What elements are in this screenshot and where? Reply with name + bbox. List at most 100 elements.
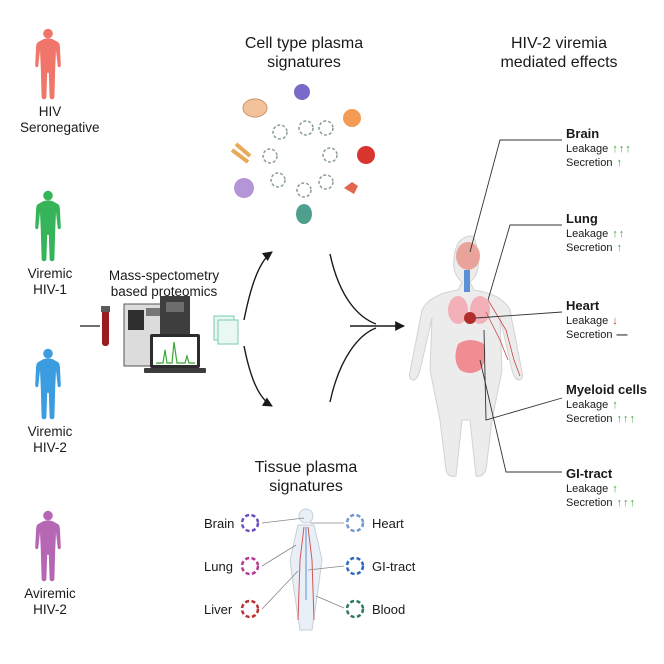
blood-signature-icon: [345, 599, 365, 619]
heart-secretion-label: Secretion: [566, 329, 613, 341]
trachea-icon: [464, 270, 470, 292]
myeloid-secretion-arrows: ↑↑↑: [616, 413, 636, 425]
tissue-label-heart: Heart: [372, 516, 404, 531]
myeloid-leakage-label: Leakage: [566, 399, 609, 411]
liver-signature-icon: [240, 599, 260, 619]
effects-heading-line2: mediated effects: [500, 54, 618, 71]
lung-secretion: Secretion↑: [566, 242, 623, 255]
heart-leakage: Leakage↓: [566, 315, 619, 328]
cell-icon-teal: [296, 204, 312, 224]
label-aviremic-hiv2: Aviremic HIV-2: [20, 586, 80, 618]
heart-signature-icon: [345, 513, 365, 533]
gi-tract-secretion: Secretion↑↑↑: [566, 497, 636, 510]
brain-signature-icon: [240, 513, 260, 533]
label-viremic-hiv2-line2: HIV-2: [33, 440, 67, 455]
label-aviremic-hiv2-line1: Aviremic: [24, 586, 76, 601]
heart-leakage-label: Leakage: [566, 315, 609, 327]
label-viremic-hiv2-line1: Viremic: [27, 424, 73, 439]
gi-tract-leakage: Leakage↑: [566, 483, 619, 496]
heart-leakage-arrows: ↓: [612, 315, 619, 327]
label-seronegative-line1: HIV: [38, 104, 62, 119]
heart-icon: [464, 312, 476, 324]
organ-title-heart: Heart: [566, 298, 600, 313]
gi-tract-secretion-label: Secretion: [566, 497, 613, 509]
label-viremic-hiv1: Viremic HIV-1: [20, 266, 80, 298]
data-documents-icon: [213, 315, 239, 345]
blood-tube-icon: [101, 306, 110, 346]
label-viremic-hiv1-line1: Viremic: [27, 266, 73, 281]
gi-tract-leakage-arrows: ↑: [612, 483, 619, 495]
organ-title-myeloid: Myeloid cells: [566, 382, 647, 397]
tissue-label-liver: Liver: [204, 602, 233, 617]
arrow-from-tissue: [329, 327, 377, 403]
cell-type-heading: Cell type plasma signatures: [224, 34, 384, 72]
person-icon-seronegative: [35, 28, 61, 100]
tissue-heading-line1: Tissue plasma: [254, 459, 358, 476]
cell-type-heading-line2: signatures: [267, 54, 341, 71]
myeloid-leakage: Leakage↑: [566, 399, 619, 412]
tissue-label-lung: Lung: [204, 559, 233, 574]
tissue-cluster: [240, 508, 365, 631]
lung-left-icon: [448, 296, 468, 324]
body-figure: [409, 235, 523, 477]
method-label: Mass-spectometry based proteomics: [96, 268, 232, 300]
cell-type-cluster: [230, 84, 375, 224]
arrow-to-cell-type: [243, 251, 273, 321]
person-icon-viremic-hiv2: [35, 348, 61, 420]
label-seronegative: HIV Seronegative: [20, 104, 100, 136]
method-label-line2: based proteomics: [110, 284, 218, 299]
tissue-label-blood: Blood: [372, 602, 406, 617]
effects-heading-line1: HIV-2 viremia: [510, 35, 608, 52]
myeloid-leakage-arrows: ↑: [612, 399, 619, 411]
red-blood-cell-icon: [357, 146, 375, 164]
lung-leakage-label: Leakage: [566, 228, 609, 240]
tissue-heading-line2: signatures: [269, 478, 343, 495]
organ-leader-lines: [469, 139, 563, 473]
dendritic-cell-icon: [294, 84, 310, 100]
tissue-label-gi-tract: GI-tract: [372, 559, 416, 574]
laptop-icon: [144, 334, 206, 373]
lung-secretion-label: Secretion: [566, 242, 613, 254]
myeloid-secretion: Secretion↑↑↑: [566, 413, 636, 426]
lung-signature-icon: [240, 556, 260, 576]
brain-secretion-arrows: ↑: [616, 157, 623, 169]
tissue-label-brain: Brain: [204, 516, 235, 531]
lung-leakage: Leakage↑↑: [566, 228, 625, 241]
epithelial-cell-icon: [242, 98, 268, 118]
gi-tract-icon: [455, 340, 486, 373]
gi-tract-secretion-arrows: ↑↑↑: [616, 497, 636, 509]
gi-tract-signature-icon: [345, 556, 365, 576]
brain-leakage-label: Leakage: [566, 143, 609, 155]
label-viremic-hiv1-line2: HIV-1: [33, 282, 67, 297]
method-label-line1: Mass-spectometry: [108, 268, 220, 283]
lung-leakage-arrows: ↑↑: [612, 228, 626, 240]
myeloid-secretion-label: Secretion: [566, 413, 613, 425]
label-seronegative-line2: Seronegative: [20, 120, 100, 135]
tissue-heading: Tissue plasma signatures: [228, 458, 384, 496]
person-icon-viremic-hiv1: [35, 190, 61, 262]
arrow-from-cell-type: [329, 253, 377, 325]
brain-icon: [456, 242, 480, 270]
brain-leakage: Leakage↑↑↑: [566, 143, 632, 156]
arrow-to-tissue: [243, 345, 273, 407]
brain-secretion-label: Secretion: [566, 157, 613, 169]
macrophage-icon: [234, 178, 254, 198]
effects-heading: HIV-2 viremia mediated effects: [484, 34, 634, 72]
person-icon-aviremic-hiv2: [35, 510, 61, 582]
mass-spectrometer-icon: [123, 296, 190, 367]
cell-icon-red: [344, 182, 358, 194]
lung-secretion-arrows: ↑: [616, 242, 623, 254]
label-viremic-hiv2: Viremic HIV-2: [20, 424, 80, 456]
cell-icon-orange: [343, 109, 361, 127]
brain-secretion: Secretion↑: [566, 157, 623, 170]
heart-secretion: Secretion—: [566, 329, 628, 342]
organ-title-lung: Lung: [566, 211, 598, 226]
brain-leakage-arrows: ↑↑↑: [612, 143, 632, 155]
gi-tract-leakage-label: Leakage: [566, 483, 609, 495]
organ-title-brain: Brain: [566, 126, 600, 141]
label-aviremic-hiv2-line2: HIV-2: [33, 602, 67, 617]
cell-type-heading-line1: Cell type plasma: [244, 35, 364, 52]
organ-title-gi-tract: GI-tract: [566, 466, 613, 481]
heart-secretion-arrows: —: [616, 329, 629, 341]
